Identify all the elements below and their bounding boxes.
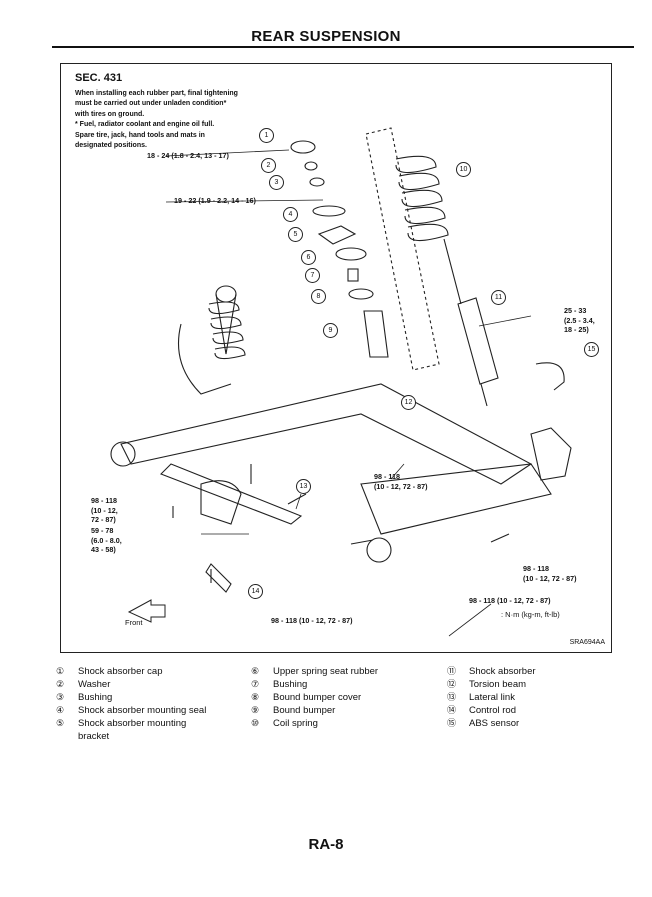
front-arrow bbox=[127, 599, 166, 623]
callout-11: 11 bbox=[491, 290, 506, 305]
coil-spring bbox=[365, 127, 449, 371]
mount-bracket bbox=[317, 225, 357, 245]
callout-6: 6 bbox=[301, 250, 316, 265]
section-label: SEC. 431 bbox=[75, 72, 123, 84]
torque-spec-2: 19 - 22 (1.9 - 2.2, 14 - 16) bbox=[174, 196, 256, 205]
page-title: REAR SUSPENSION bbox=[251, 28, 401, 45]
installation-note: When installing each rubber part, final … bbox=[75, 90, 238, 150]
torque-spec-5: 98 - 118 (10 - 12, 72 - 87) bbox=[91, 496, 118, 524]
torque-spec-7: 98 - 118 (10 - 12, 72 - 87) bbox=[523, 564, 577, 583]
torsion-beam bbox=[120, 383, 533, 485]
torque-spec-6: 59 - 78 (6.0 - 8.0, 43 - 58) bbox=[91, 526, 122, 554]
callout-2: 2 bbox=[261, 158, 276, 173]
washer bbox=[304, 161, 318, 171]
callout-15: 15 bbox=[584, 342, 599, 357]
callout-7: 7 bbox=[305, 268, 320, 283]
lateral-link bbox=[160, 463, 303, 525]
knuckle bbox=[530, 427, 572, 481]
unit-note: : N·m (kg-m, ft-lb) bbox=[501, 610, 560, 619]
front-label: Front bbox=[125, 618, 143, 627]
callout-4: 4 bbox=[283, 207, 298, 222]
torque-spec-3: 25 - 33 (2.5 - 3.4, 18 - 25) bbox=[564, 306, 595, 334]
callout-3: 3 bbox=[269, 175, 284, 190]
callout-9: 9 bbox=[323, 323, 338, 338]
bushing-3 bbox=[309, 177, 325, 187]
figure-id: SRA694AA bbox=[569, 639, 605, 646]
torque-spec-4: 98 - 118 (10 - 12, 72 - 87) bbox=[374, 472, 428, 491]
callout-5: 5 bbox=[288, 227, 303, 242]
callout-8: 8 bbox=[311, 289, 326, 304]
shock-absorber bbox=[443, 238, 499, 407]
header-rule bbox=[52, 46, 634, 48]
callout-12: 12 bbox=[401, 395, 416, 410]
control-rod bbox=[205, 563, 232, 593]
bumper-cover bbox=[348, 288, 374, 300]
bushing-7 bbox=[347, 268, 359, 282]
shock-cap bbox=[290, 140, 316, 154]
callout-14: 14 bbox=[248, 584, 263, 599]
callout-13: 13 bbox=[296, 479, 311, 494]
page-number: RA-8 bbox=[308, 836, 344, 853]
abs-sensor bbox=[535, 362, 565, 391]
mount-seal bbox=[312, 205, 346, 217]
torque-spec-8: 98 - 118 (10 - 12, 72 - 87) bbox=[469, 596, 551, 605]
exploded-diagram: SEC. 431 When installing each rubber par… bbox=[60, 63, 612, 653]
callout-10: 10 bbox=[456, 162, 471, 177]
spring-seat bbox=[335, 247, 367, 261]
suspension-illustration bbox=[110, 127, 572, 637]
torque-spec-9: 98 - 118 (10 - 12, 72 - 87) bbox=[271, 616, 353, 625]
callout-1: 1 bbox=[259, 128, 274, 143]
torque-spec-1: 18 - 24 (1.8 - 2.4, 13 - 17) bbox=[147, 151, 229, 160]
bound-bumper bbox=[363, 310, 389, 358]
